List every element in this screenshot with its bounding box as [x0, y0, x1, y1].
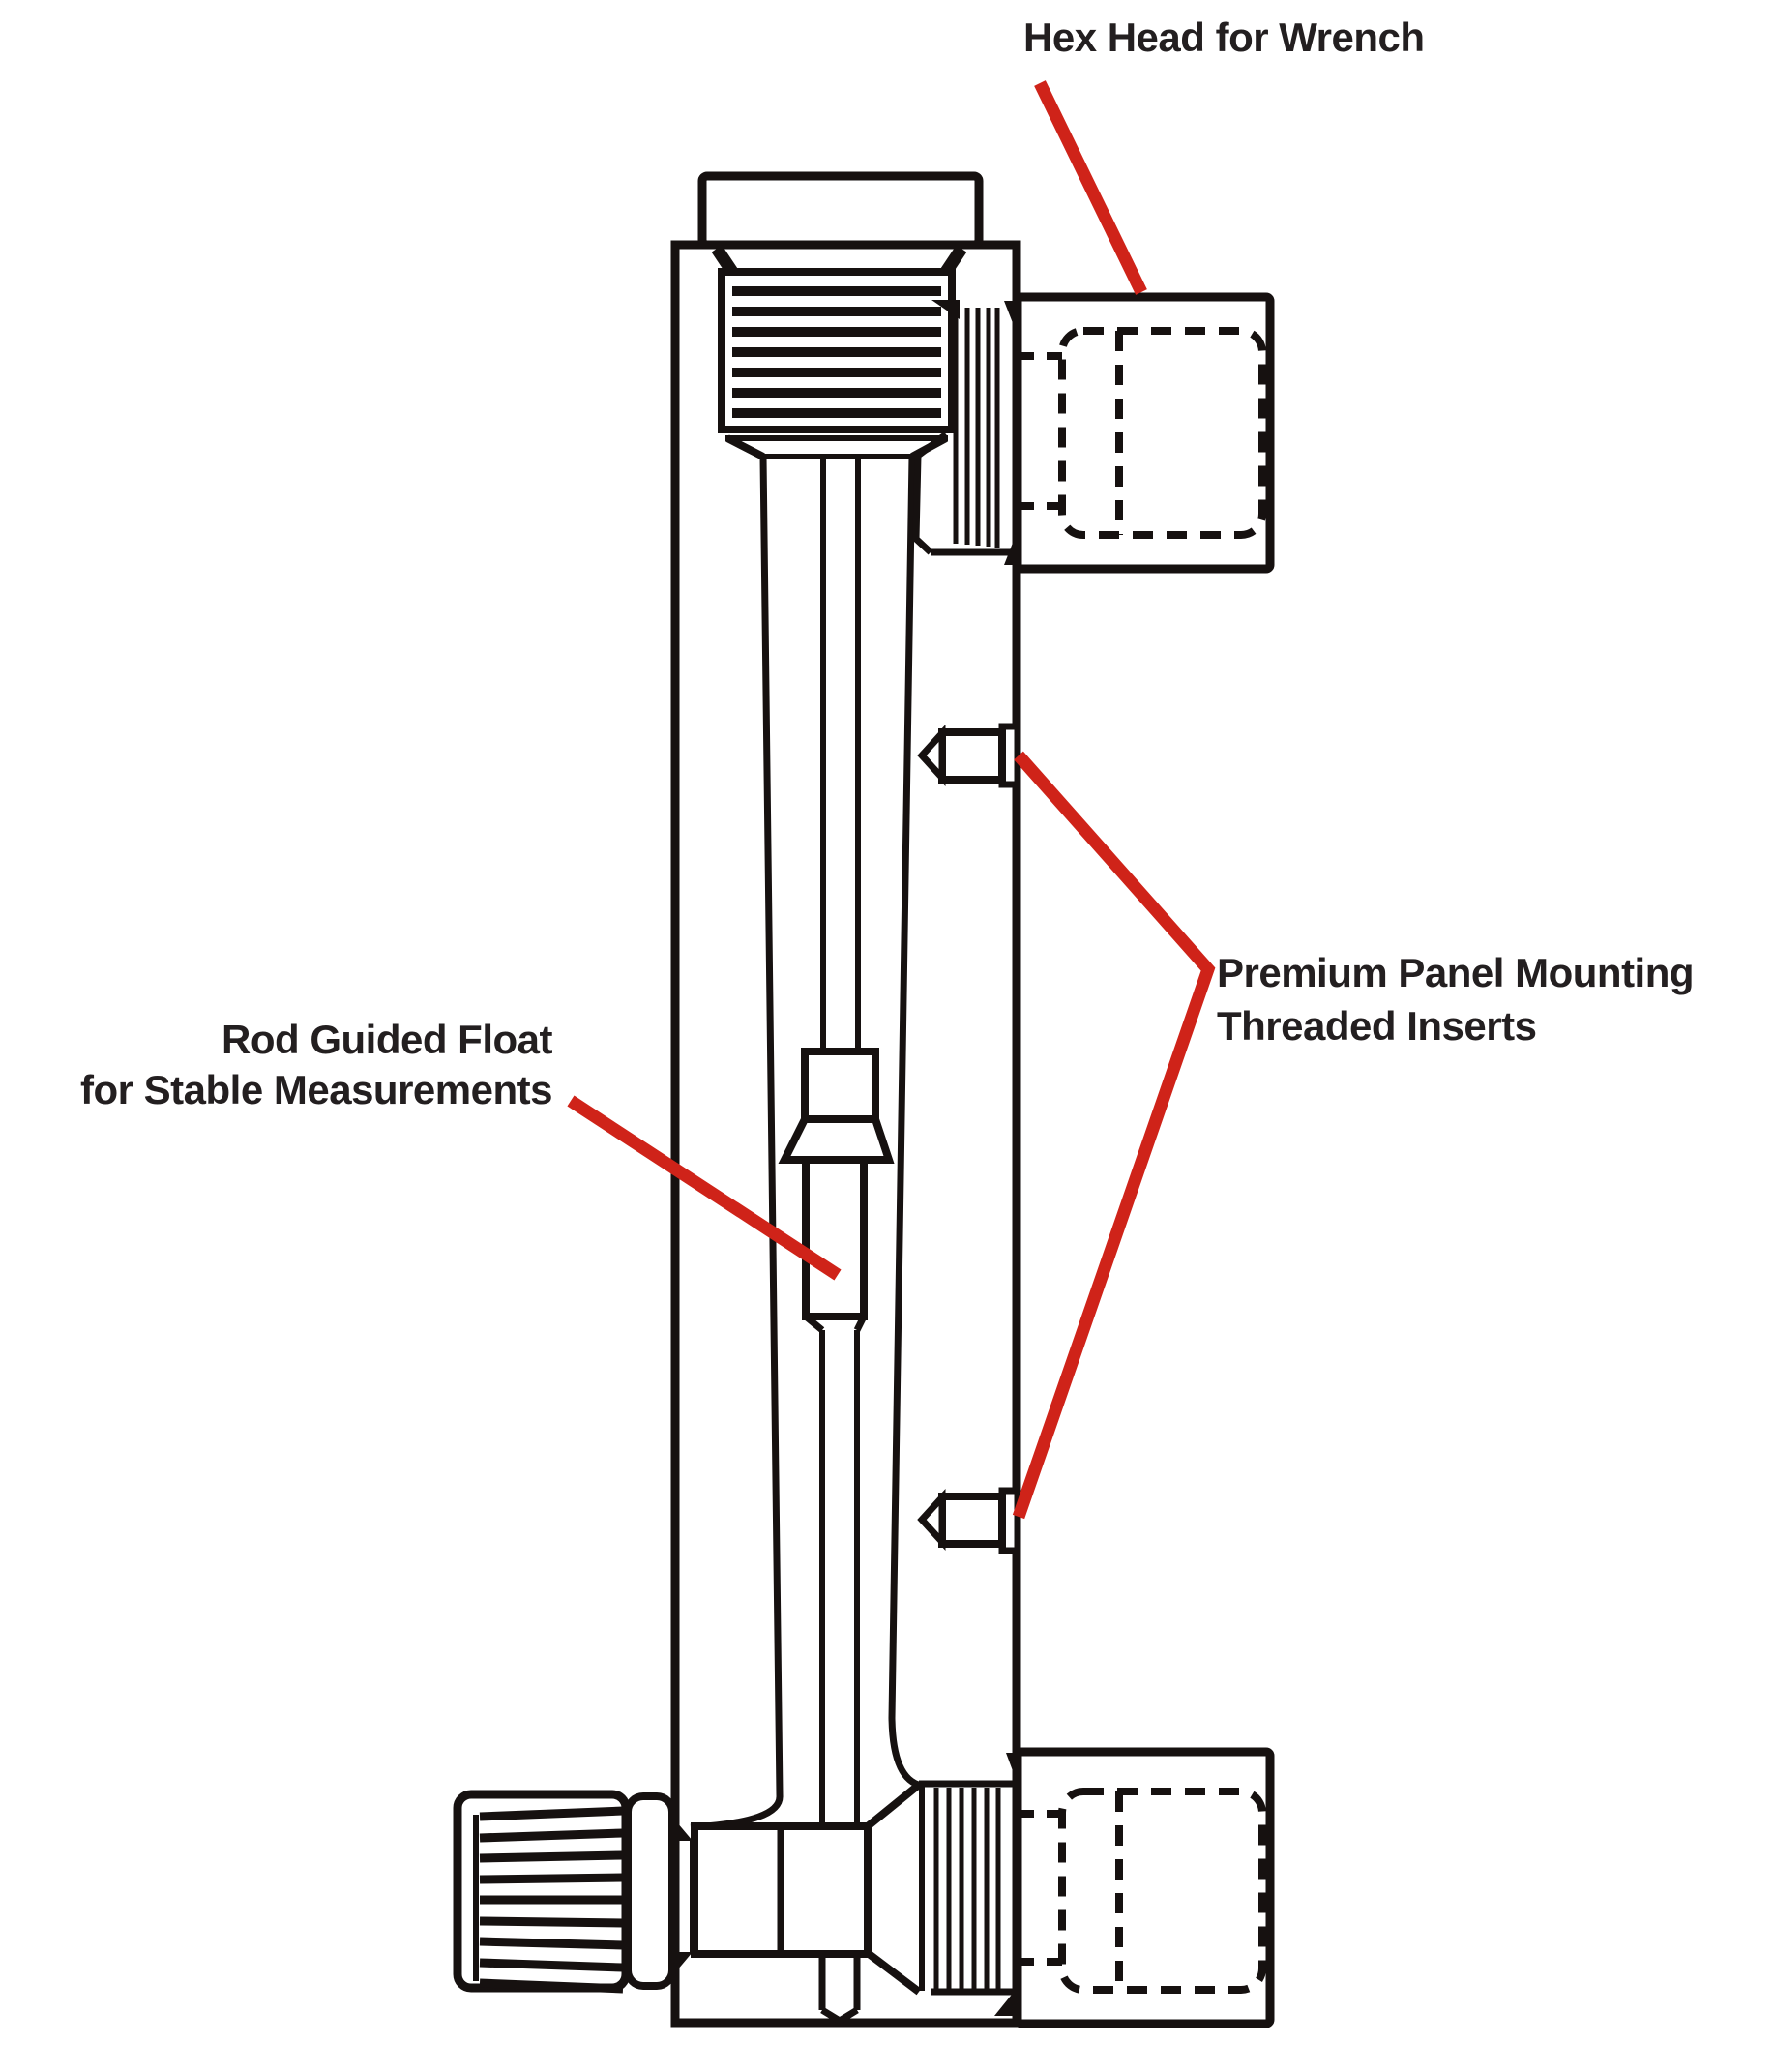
panel-mount-label: Premium Panel Mounting Threaded Inserts — [1217, 946, 1695, 1052]
float — [778, 1048, 895, 1333]
leader-panel-inserts — [1012, 751, 1216, 1520]
valve-knob-knurls — [479, 1806, 624, 1994]
outlet-threads — [865, 1753, 1015, 2016]
float-label-line2: for Stable Measurements — [80, 1067, 553, 1112]
guide-rod-lower — [818, 1330, 861, 2026]
hex-fitting-bottom — [1013, 1747, 1275, 2028]
hex-head-label: Hex Head for Wrench — [1023, 11, 1425, 64]
annotation-lines — [567, 80, 1216, 1520]
rod-point — [820, 2007, 859, 2026]
float-label: Rod Guided Float for Stable Measurements — [0, 1015, 553, 1115]
valve-stem-collar — [624, 1792, 676, 1990]
float-body — [802, 1156, 868, 1320]
guide-rod-upper — [820, 457, 861, 1051]
float-head — [801, 1048, 879, 1123]
panel-mount-label-line1: Premium Panel Mounting — [1217, 950, 1695, 995]
float-cone — [778, 1115, 895, 1164]
top-cap — [697, 171, 984, 250]
threaded-insert-bottom — [917, 1487, 1021, 1554]
inlet-threads — [912, 300, 1015, 565]
meter-body — [670, 171, 1021, 2028]
leader-hex-head — [1034, 80, 1147, 295]
valve-assembly — [453, 1790, 872, 1994]
inlet-nut — [711, 245, 967, 460]
leader-float — [567, 1095, 842, 1281]
threaded-insert-top — [917, 723, 1021, 788]
panel-mount-label-line2: Threaded Inserts — [1217, 1003, 1537, 1049]
hex-fitting-top — [1013, 292, 1275, 574]
float-label-line1: Rod Guided Float — [222, 1017, 552, 1062]
hex-head-label-text: Hex Head for Wrench — [1023, 15, 1425, 60]
